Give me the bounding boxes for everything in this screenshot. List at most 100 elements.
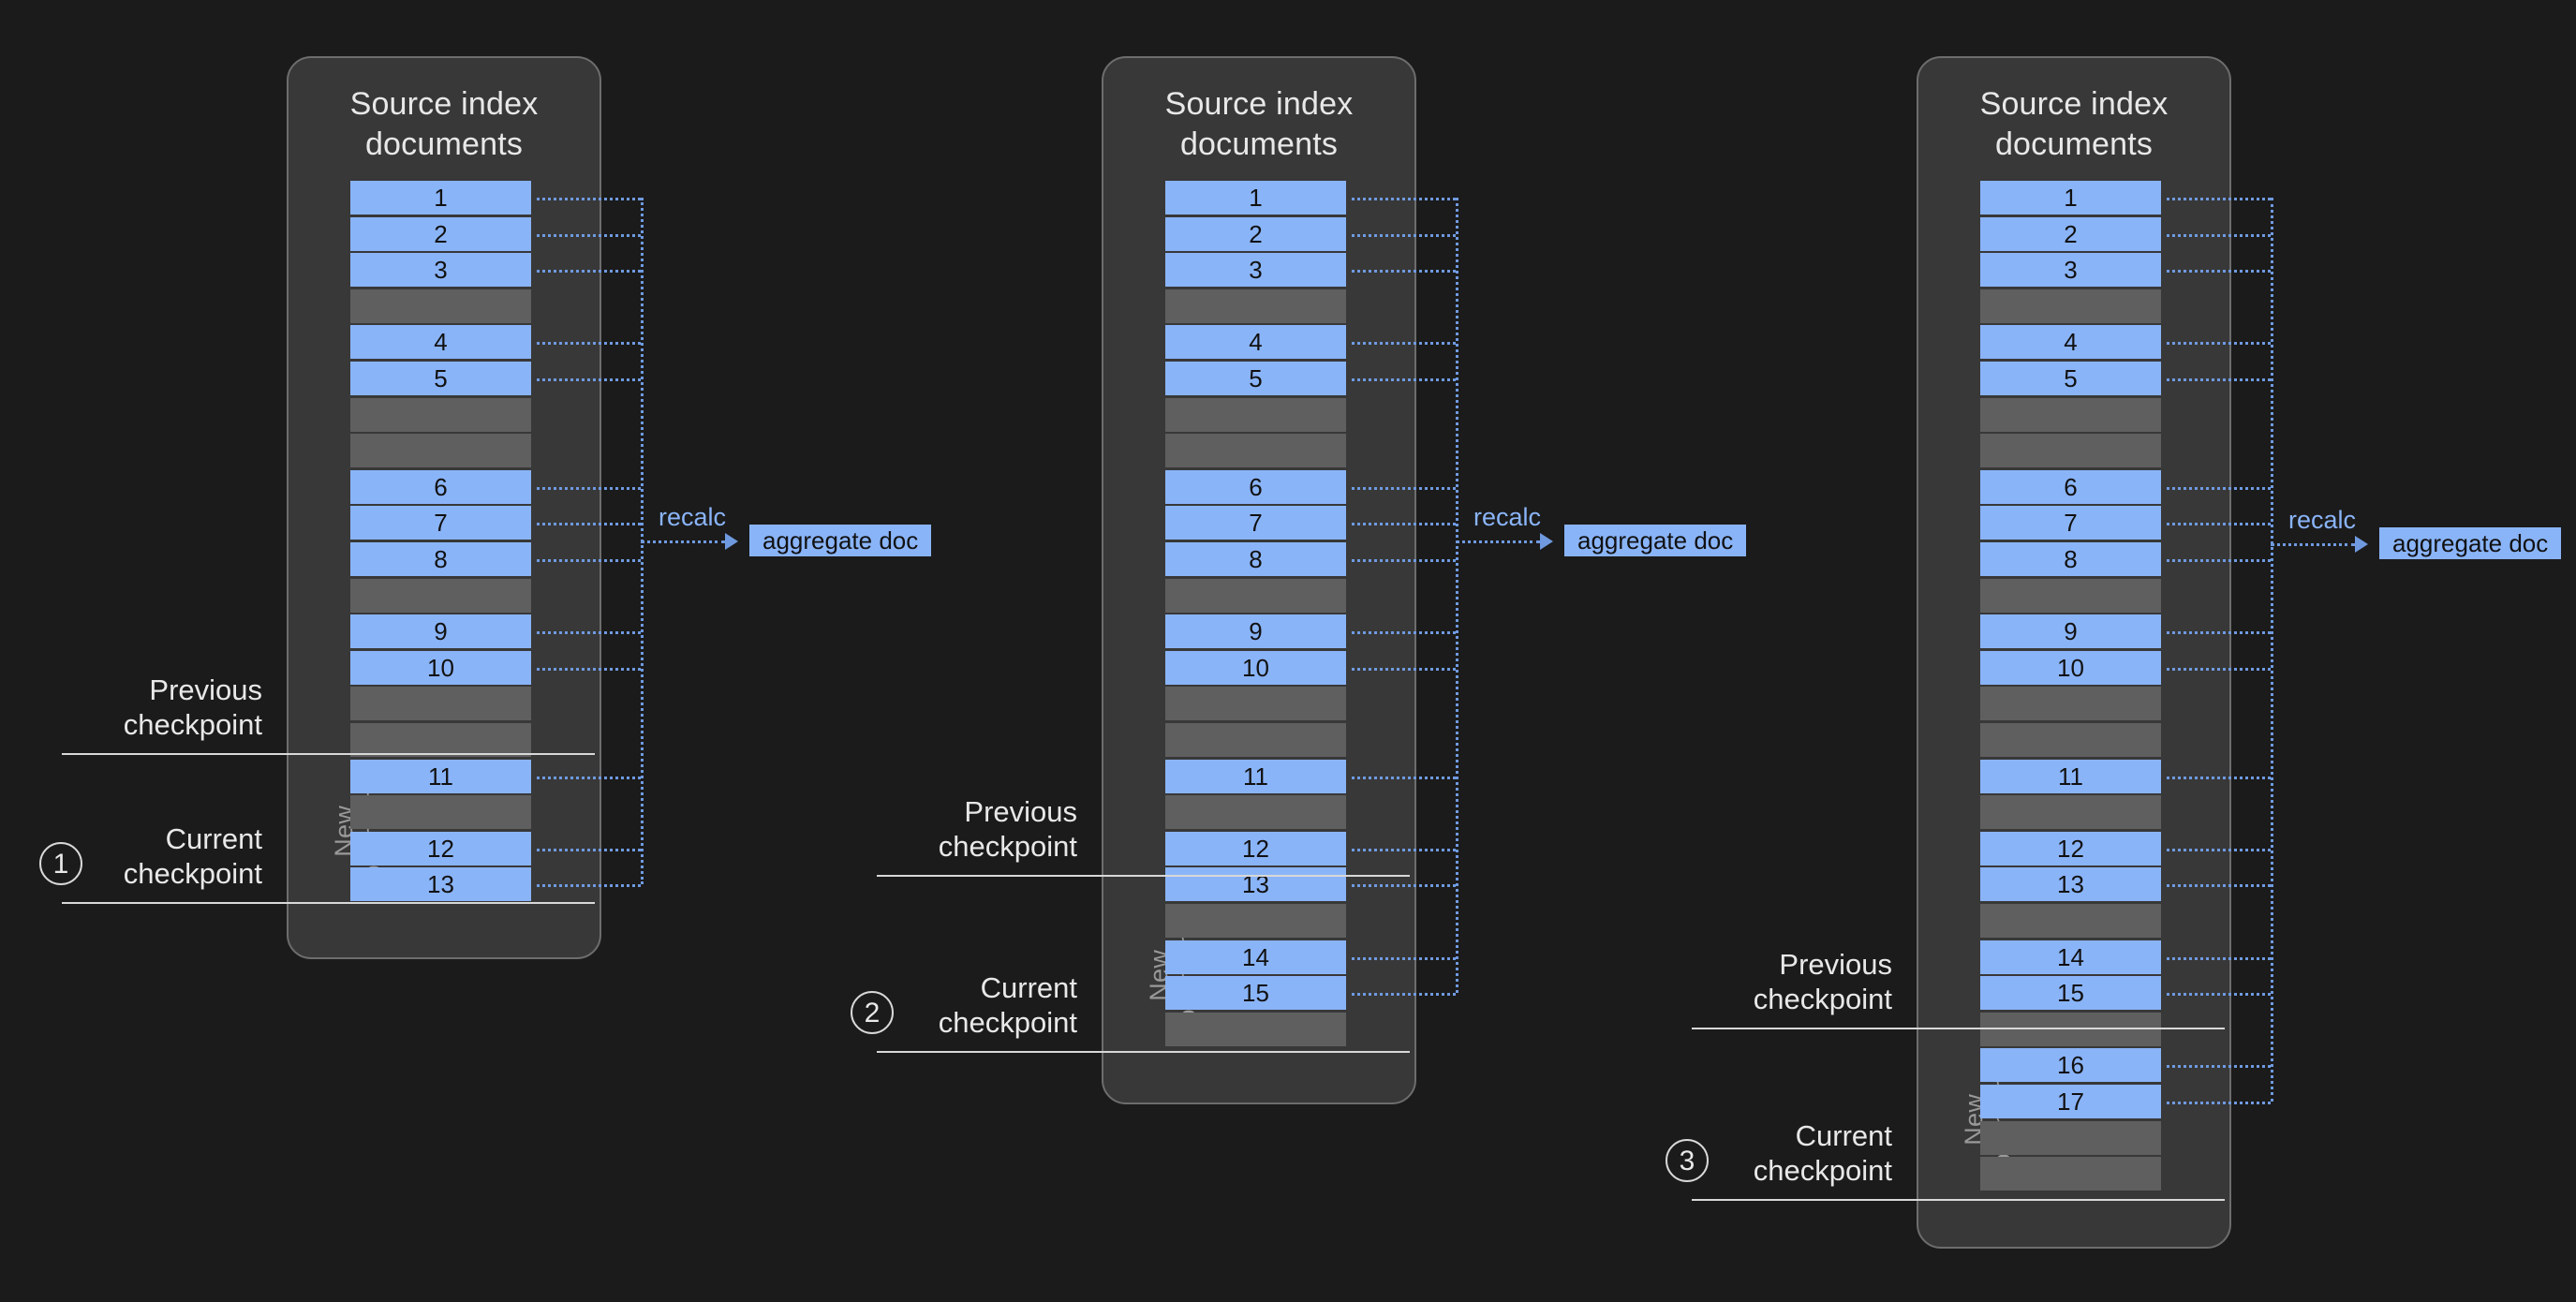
document-row-14: 14 xyxy=(1980,940,2161,974)
row-connector xyxy=(537,198,641,200)
document-row-empty xyxy=(1165,1012,1346,1046)
document-row-empty xyxy=(350,434,531,468)
document-row-empty xyxy=(1980,795,2161,830)
recalc-bus-line xyxy=(2271,198,2273,1102)
row-connector xyxy=(2167,342,2271,346)
previous-checkpoint-label: Previous checkpoint xyxy=(1753,948,1892,1015)
document-row-3: 3 xyxy=(350,253,531,288)
row-connector xyxy=(1352,559,1456,562)
row-connector xyxy=(2167,198,2271,200)
recalc-label: recalc xyxy=(2288,506,2357,534)
document-row-11: 11 xyxy=(350,759,531,793)
document-row-3: 3 xyxy=(1980,253,2161,288)
previous-checkpoint-line xyxy=(1692,1028,2225,1029)
document-row-6: 6 xyxy=(1980,469,2161,504)
document-row-empty xyxy=(350,397,531,432)
document-row-empty xyxy=(1980,1157,2161,1191)
recalc-bus-line xyxy=(1456,198,1458,994)
document-row-7: 7 xyxy=(1165,506,1346,540)
document-row-12: 12 xyxy=(1980,831,2161,866)
row-connector xyxy=(2167,1102,2271,1104)
document-row-empty xyxy=(1165,723,1346,757)
document-row-empty xyxy=(1980,289,2161,323)
row-connector xyxy=(1352,956,1456,960)
recalc-arrow-line xyxy=(1456,540,1540,543)
document-row-4: 4 xyxy=(1165,325,1346,360)
row-connector xyxy=(2167,884,2271,888)
document-row-10: 10 xyxy=(350,650,531,685)
document-row-empty xyxy=(1165,578,1346,613)
row-connector xyxy=(1352,486,1456,490)
current-checkpoint-line xyxy=(1692,1199,2225,1201)
document-row-empty xyxy=(350,289,531,323)
document-row-9: 9 xyxy=(1980,614,2161,649)
row-connector xyxy=(2167,1065,2271,1069)
document-row-7: 7 xyxy=(350,506,531,540)
row-connector xyxy=(2167,523,2271,526)
row-connector xyxy=(1352,342,1456,346)
row-connector xyxy=(1352,198,1456,200)
previous-checkpoint-line xyxy=(877,875,1410,877)
recalc-arrow-head xyxy=(725,533,738,550)
recalc-label: recalc xyxy=(659,503,727,531)
row-connector xyxy=(1352,523,1456,526)
document-row-5: 5 xyxy=(1165,362,1346,395)
recalc-arrow-head xyxy=(1540,533,1553,550)
document-row-empty xyxy=(1165,397,1346,432)
row-connector xyxy=(537,233,641,237)
row-connector xyxy=(537,270,641,274)
document-row-14: 14 xyxy=(1165,940,1346,974)
document-row-13: 13 xyxy=(350,867,531,902)
recalc-arrow-head xyxy=(2355,536,2368,553)
document-row-4: 4 xyxy=(1980,325,2161,360)
row-connector xyxy=(2167,993,2271,997)
document-row-9: 9 xyxy=(350,614,531,649)
document-row-2: 2 xyxy=(1980,216,2161,251)
document-row-1: 1 xyxy=(1980,181,2161,215)
row-connector xyxy=(2167,270,2271,274)
panel-title: Source index documents xyxy=(1979,86,2169,162)
previous-checkpoint-line xyxy=(62,753,595,755)
document-row-empty xyxy=(1165,904,1346,938)
row-connector xyxy=(2167,486,2271,490)
row-connector xyxy=(1352,270,1456,274)
document-row-15: 15 xyxy=(1165,976,1346,1011)
panel-title: Source index documents xyxy=(349,86,539,162)
row-connector xyxy=(537,559,641,562)
row-connector xyxy=(1352,667,1456,671)
checkpoint-number-badge: 1 xyxy=(39,842,82,885)
row-connector xyxy=(537,631,641,635)
document-row-13: 13 xyxy=(1165,867,1346,902)
previous-checkpoint-label: Previous checkpoint xyxy=(938,795,1077,863)
row-connector xyxy=(1352,776,1456,779)
document-row-4: 4 xyxy=(350,325,531,360)
current-checkpoint-label: Current checkpoint xyxy=(123,822,262,890)
document-row-12: 12 xyxy=(1165,831,1346,866)
row-connector xyxy=(1352,884,1456,888)
current-checkpoint-line xyxy=(877,1051,1410,1053)
row-connector xyxy=(537,776,641,779)
document-row-empty xyxy=(1165,687,1346,721)
document-row-8: 8 xyxy=(350,542,531,576)
document-row-empty xyxy=(1980,904,2161,938)
row-connector xyxy=(2167,378,2271,381)
document-row-empty xyxy=(350,795,531,830)
document-row-8: 8 xyxy=(1165,542,1346,576)
row-connector xyxy=(1352,233,1456,237)
document-row-empty xyxy=(1165,434,1346,468)
document-row-7: 7 xyxy=(1980,506,2161,540)
row-connector xyxy=(537,378,641,381)
row-connector xyxy=(2167,956,2271,960)
row-connector xyxy=(537,667,641,671)
document-row-5: 5 xyxy=(350,362,531,395)
document-row-1: 1 xyxy=(1165,181,1346,215)
document-row-empty xyxy=(1980,397,2161,432)
row-connector xyxy=(1352,631,1456,635)
row-connector xyxy=(1352,848,1456,851)
document-row-empty xyxy=(1980,687,2161,721)
document-row-10: 10 xyxy=(1980,650,2161,685)
document-row-empty xyxy=(1980,434,2161,468)
document-row-8: 8 xyxy=(1980,542,2161,576)
document-row-12: 12 xyxy=(350,831,531,866)
